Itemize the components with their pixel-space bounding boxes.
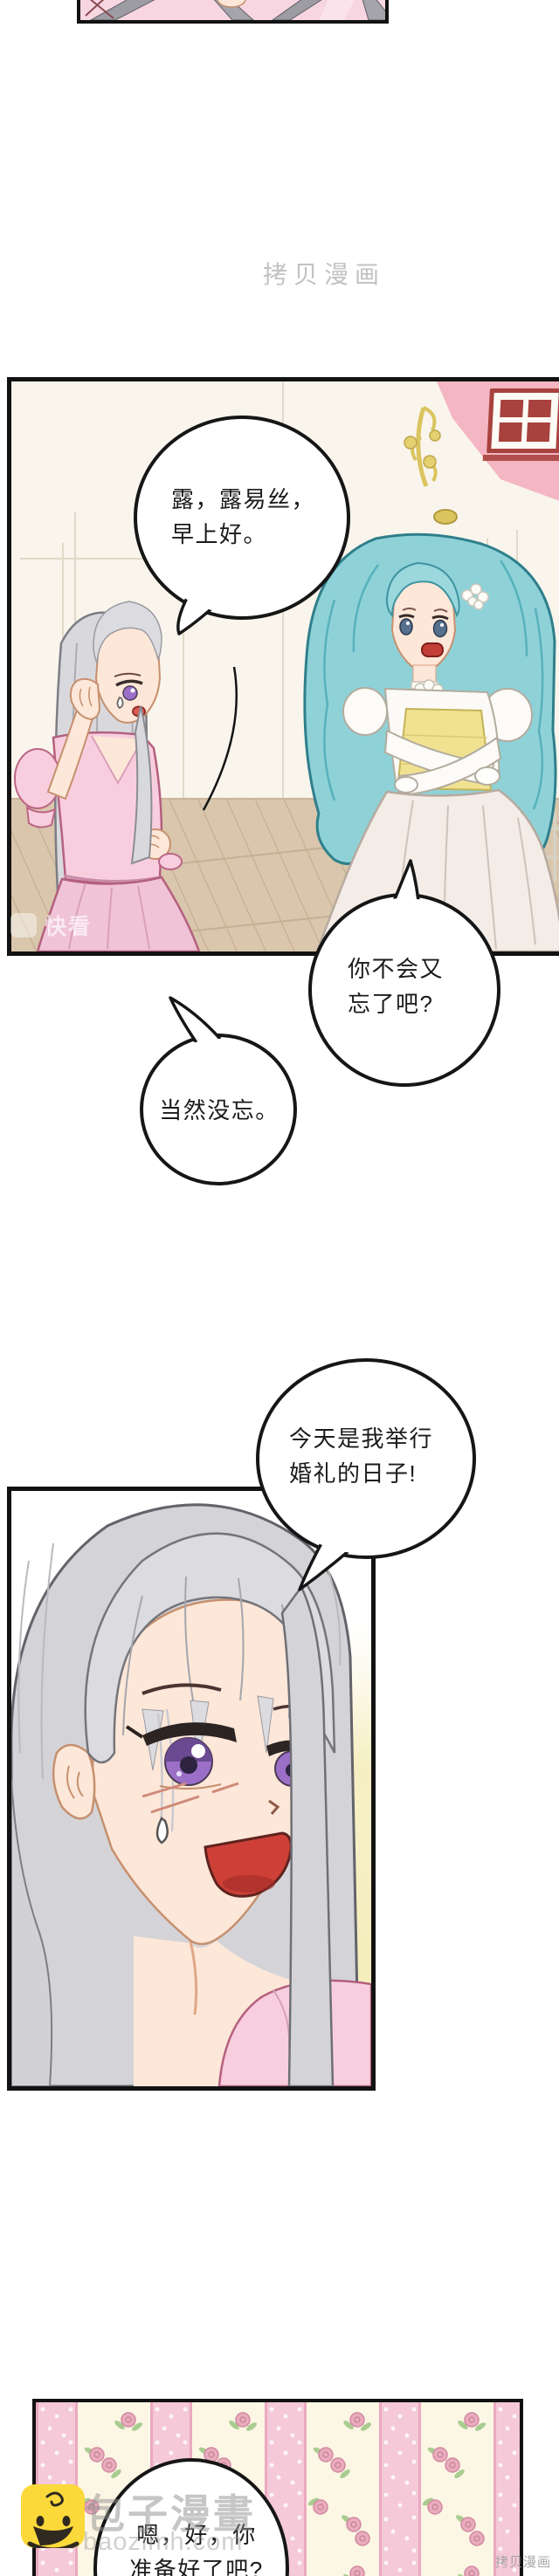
site-watermark-bottom: 拷贝漫画 [495, 2555, 552, 2570]
hair-flower-clip [461, 583, 489, 610]
speech-bubble-ready [93, 2458, 289, 2576]
panel-2-art [11, 1491, 371, 2086]
baozi-watermark-domain: baozimh.com [83, 2528, 244, 2556]
speech-text-wedding-day: 今天是我举行 婚礼的日子! [289, 1425, 434, 1487]
panel-1 [7, 377, 559, 956]
panel-previous-sliver [77, 0, 389, 24]
site-watermark-top: 拷贝漫画 [263, 260, 386, 289]
speech-bubble-forget [308, 859, 500, 1087]
kuaikan-logo-icon [10, 913, 37, 938]
wall-sconce [404, 406, 458, 525]
sweat-drop [155, 1817, 169, 1844]
kuaikan-watermark: 快看 [10, 910, 92, 941]
baozi-logo-icon [21, 2484, 85, 2548]
speech-bubble-greeting [134, 416, 350, 635]
silver-girl-closeup-figure [11, 1503, 371, 2086]
speech-text-greeting: 露，露易丝， 早上好。 [171, 486, 316, 547]
pink-wall [437, 381, 559, 501]
baozi-watermark-title: 包子漫畫 [85, 2491, 256, 2537]
purple-eye [125, 1722, 237, 1790]
speech-bubble-wedding-day [256, 1358, 476, 1591]
speech-text-of-course: 当然没忘。 [159, 1097, 280, 1123]
speech-bubble-of-course [140, 996, 297, 1185]
speech-text-ready: 嗯，好，你 准备好了吧? [129, 2522, 264, 2576]
panel-2 [7, 1487, 376, 2091]
previous-panel-art [80, 0, 385, 20]
silver-hair-girl-figure [14, 601, 201, 951]
speech-text-forget: 你不会又 忘了吧? [348, 956, 445, 1017]
window [482, 388, 559, 461]
partial-bubble-arc [202, 666, 238, 811]
panel-1-art [11, 381, 559, 951]
kuaikan-watermark-label: 快看 [45, 915, 93, 939]
